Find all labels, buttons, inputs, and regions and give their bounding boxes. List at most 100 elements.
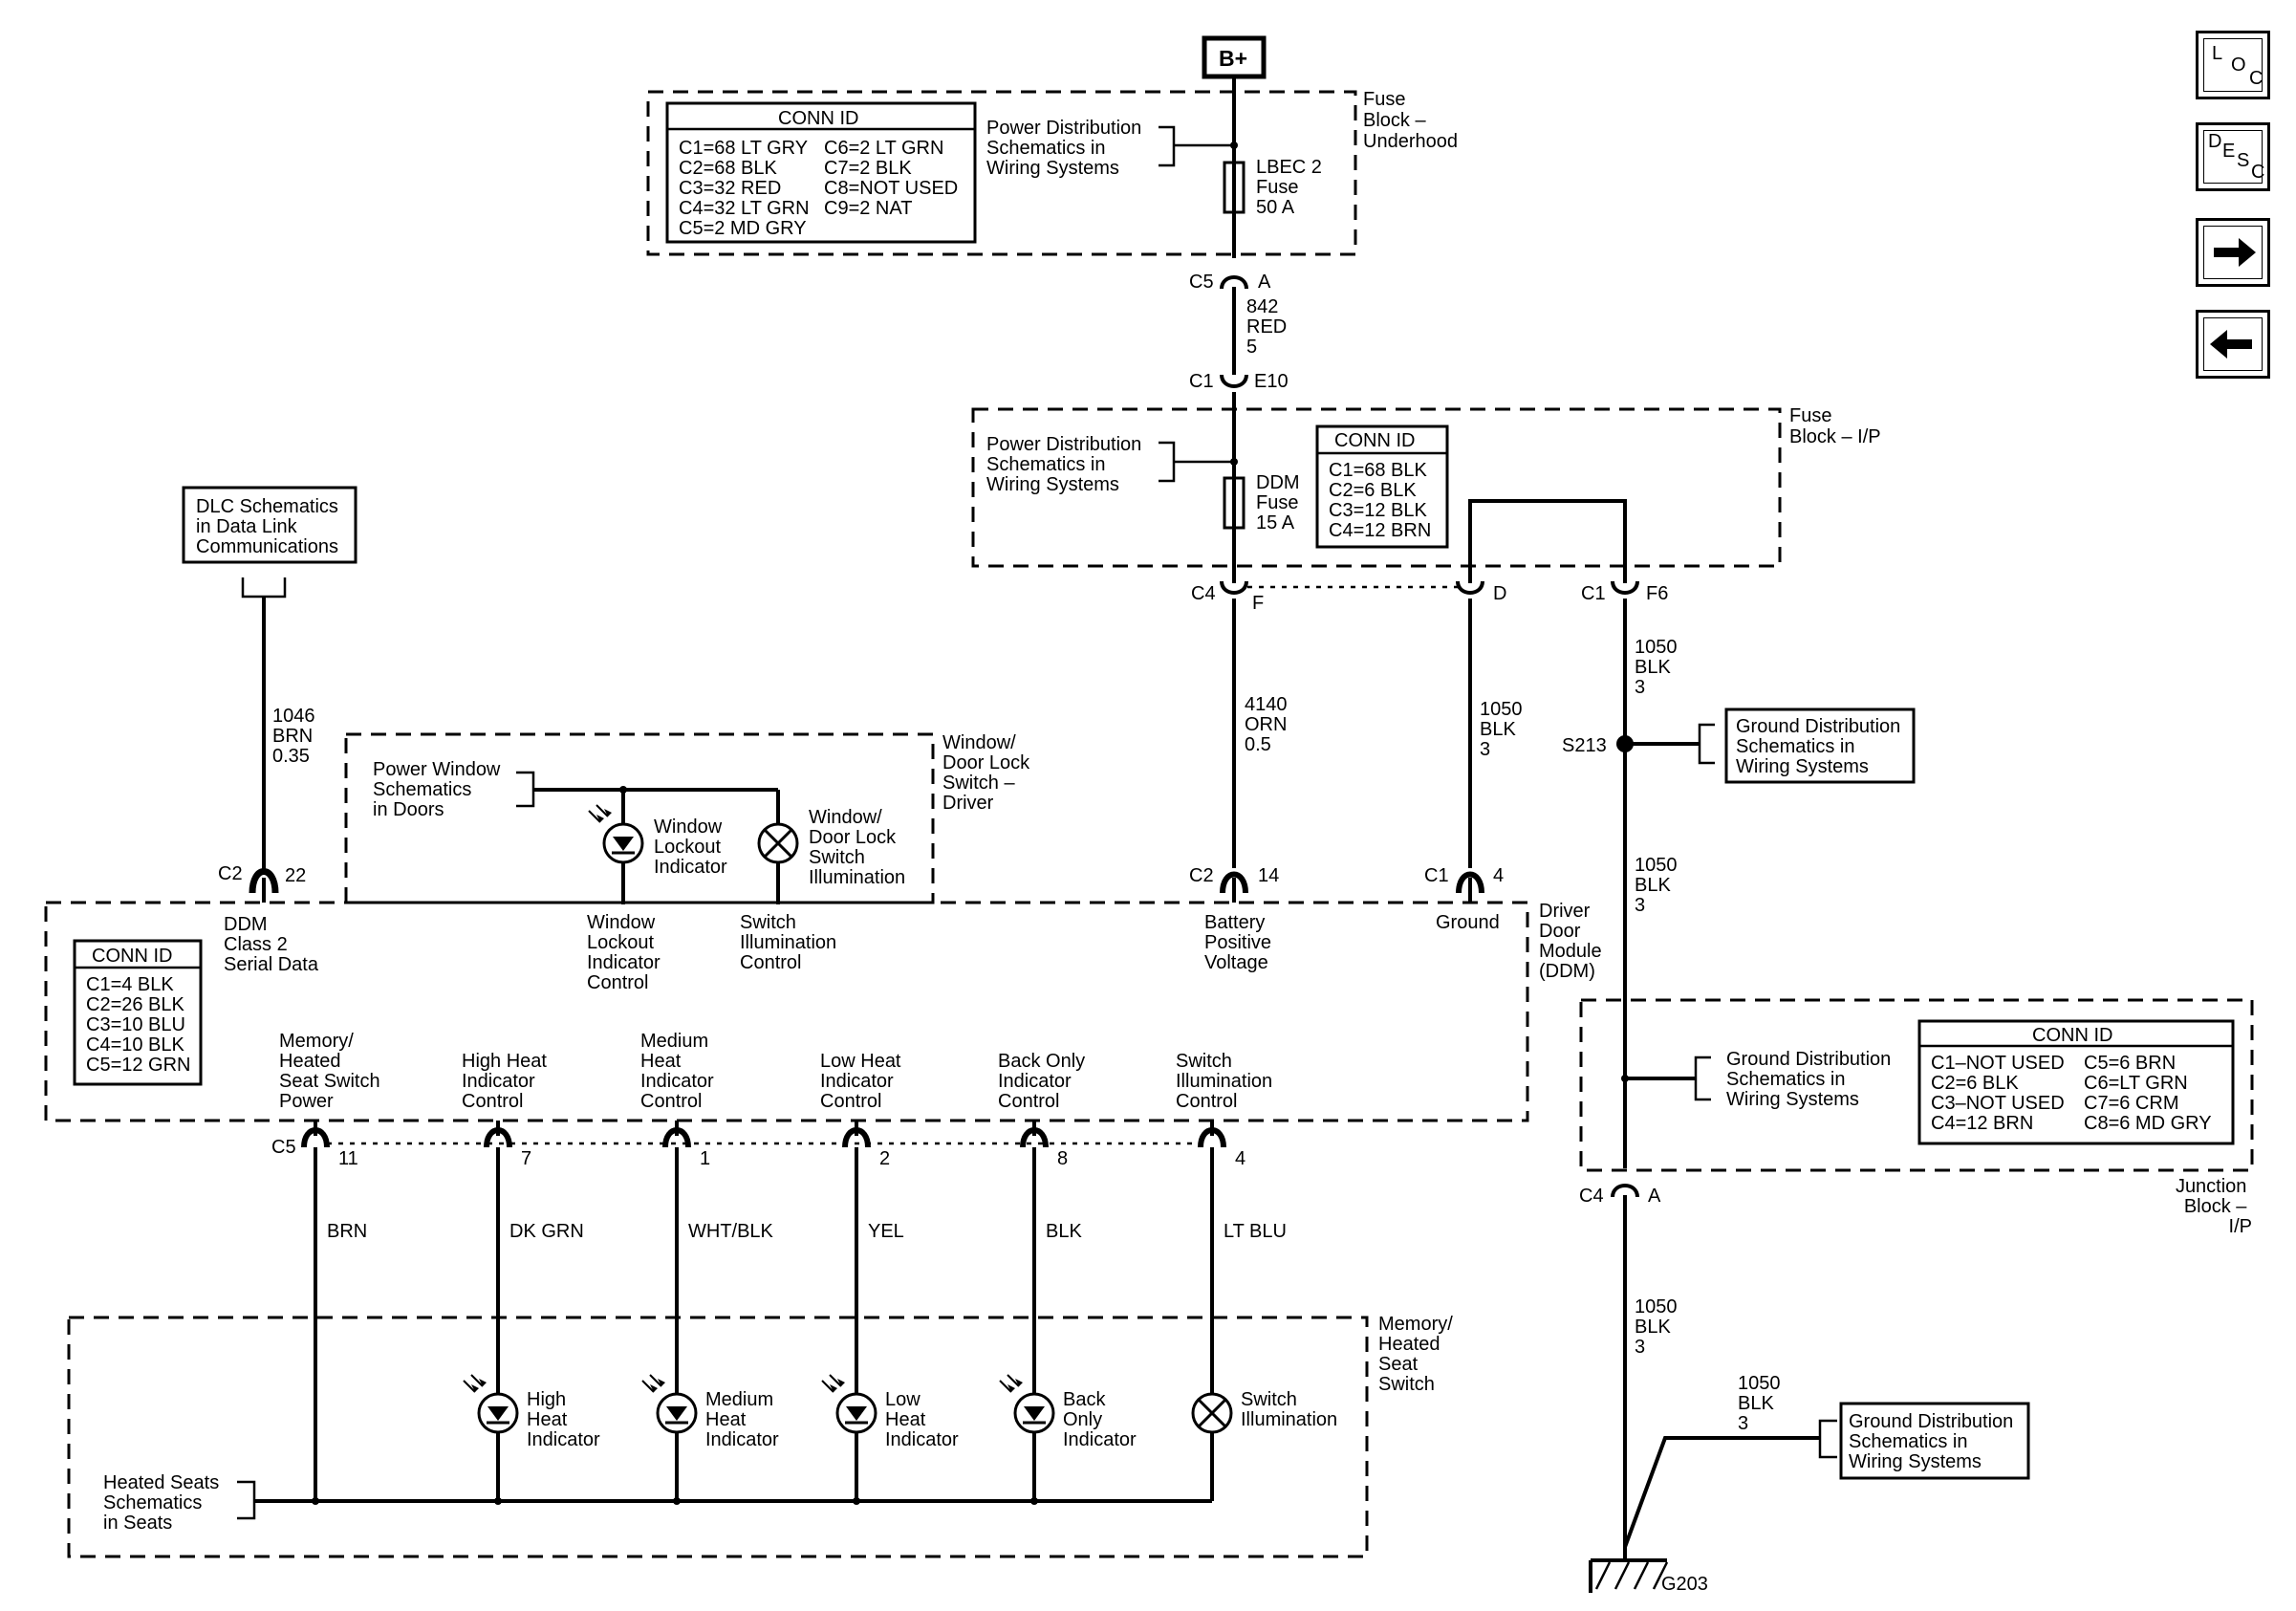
ddm-c1-label-4: C1 <box>1424 865 1449 886</box>
conn-underhood-left: C1=68 LT GRY C2=68 BLK C3=32 RED C4=32 L… <box>679 138 814 239</box>
ddm-serial-data-label: DDM Class 2 Serial Data <box>224 914 319 975</box>
wire-1050-g-label: 1050 BLK 3 <box>1738 1373 1786 1434</box>
c4-junction-pin-a: A <box>1648 1186 1661 1207</box>
desc-button-frame <box>2203 130 2263 184</box>
desc-button[interactable]: D E S C <box>2196 122 2270 191</box>
loc-button[interactable]: L O C <box>2196 31 2270 99</box>
wire-color-2: YEL <box>868 1221 904 1242</box>
loc-button-frame <box>2203 38 2263 92</box>
back-button-frame <box>2203 317 2263 371</box>
conn-id-title-ddm: CONN ID <box>92 946 172 967</box>
wire-1050-mid-label: 1050 BLK 3 <box>1635 855 1682 916</box>
wire-1050-low-label: 1050 BLK 3 <box>1635 1296 1682 1358</box>
ddm-battery-voltage-label: Battery Positive Voltage <box>1204 912 1277 973</box>
c5-pin-7: 7 <box>521 1148 531 1169</box>
junction-block-label: Junction Block – I/P <box>2176 1176 2252 1237</box>
b-plus-label: B+ <box>1219 46 1247 71</box>
window-switch-illumination-bulb-icon <box>757 822 799 864</box>
c2-14-connector <box>1220 871 1248 894</box>
wire-1046-label: 1046 BRN 0.35 <box>272 706 320 767</box>
ddm-fuse-label: DDM Fuse 15 A <box>1256 472 1305 533</box>
c1-4-connector <box>1456 871 1484 894</box>
desc-letter-d: D <box>2208 131 2222 152</box>
loc-letter-o: O <box>2231 54 2246 76</box>
c2-22-connector <box>249 868 279 894</box>
lbec-fuse-label: LBEC 2 Fuse 50 A <box>1256 157 1328 218</box>
wire-color-4: LT BLU <box>1224 1221 1287 1242</box>
wire-1050-f6-label: 1050 BLK 3 <box>1635 637 1682 698</box>
desc-letter-e: E <box>2222 141 2236 162</box>
conn-junction-left: C1–NOT USED C2=6 BLK C3–NOT USED C4=12 B… <box>1931 1053 2069 1134</box>
ground-distribution-ref-1[interactable] <box>1724 708 1916 784</box>
c5-pin-2: 2 <box>879 1148 890 1169</box>
seat-switch-label: Memory/ Heated Seat Switch <box>1378 1314 1458 1395</box>
window-lockout-indicator-label: Window Lockout Indicator <box>654 816 727 878</box>
bus-splice-4 <box>853 1497 860 1505</box>
next-button[interactable] <box>2196 218 2270 287</box>
c5-pin-8: 8 <box>1057 1148 1068 1169</box>
c4-pin-f: F <box>1252 593 1264 614</box>
wire-color-11: BRN <box>327 1221 367 1242</box>
seat-indicator-led-icon-2 <box>640 1373 698 1434</box>
ddm-illumination-control-label: Switch Illumination Control <box>740 912 842 973</box>
seat-indicator-led-icon-3 <box>820 1373 877 1434</box>
ddm-c2-label-14: C2 <box>1189 865 1214 886</box>
bus-splice-1 <box>312 1497 319 1505</box>
ddm-pin-4: 4 <box>1493 865 1504 886</box>
bus-splice-2 <box>494 1497 502 1505</box>
back-button[interactable] <box>2196 310 2270 379</box>
power-window-ref[interactable]: Power Window Schematics in Doors <box>373 759 506 820</box>
ddm-lockout-control-label: Window Lockout Indicator Control <box>587 912 665 993</box>
ddm-pin-22: 22 <box>285 865 306 886</box>
c5-pin-11: 11 <box>338 1148 358 1169</box>
window-lockout-led-icon <box>587 803 644 864</box>
wire-color-7: DK GRN <box>509 1221 584 1242</box>
seat-switch-illumination-bulb-icon <box>1191 1392 1233 1434</box>
conn-underhood-right: C6=2 LT GRN C7=2 BLK C8=NOT USED C9=2 NA… <box>824 138 964 219</box>
next-button-frame <box>2203 226 2263 279</box>
wire-1050-d-label: 1050 BLK 3 <box>1480 699 1527 760</box>
ddm-c5-connector-label: C5 <box>271 1137 296 1158</box>
heated-seats-ref[interactable]: Heated Seats Schematics in Seats <box>103 1472 225 1534</box>
ground-distribution-ref-3[interactable] <box>1839 1402 2030 1480</box>
g203-label: G203 <box>1661 1574 1708 1595</box>
c1-pin-f6: F6 <box>1646 583 1668 604</box>
c1-top-pin-e10: E10 <box>1254 371 1289 392</box>
ground-distribution-ref-2[interactable]: Ground Distribution Schematics in Wiring… <box>1726 1049 1896 1110</box>
c4-pin-d: D <box>1493 583 1506 604</box>
desc-letter-c: C <box>2251 162 2265 183</box>
conn-id-table-ip <box>1315 425 1449 549</box>
ddm-pin-14: 14 <box>1258 865 1279 886</box>
arrow-left-icon <box>2210 330 2252 359</box>
c1-top-connector-label: C1 <box>1189 371 1214 392</box>
gd-ref-3-text: Ground Distribution Schematics in Wiring… <box>1849 1411 2019 1472</box>
arrow-right-icon <box>2214 238 2256 267</box>
dlc-schematics-ref[interactable] <box>182 486 357 564</box>
conn-id-table-underhood <box>665 101 977 244</box>
s213-label: S213 <box>1562 735 1607 756</box>
driver-door-module-outline <box>44 901 1529 1122</box>
power-distribution-ref-1[interactable]: Power Distribution Schematics in Wiring … <box>986 118 1147 179</box>
ddm-module-label: Driver Door Module (DDM) <box>1539 901 1607 982</box>
window-switch-label: Window/ Door Lock Switch – Driver <box>942 732 1035 814</box>
conn-id-table-ddm <box>73 939 203 1086</box>
ground-g203-icon <box>1589 1558 1669 1593</box>
ddm-c2-label-22: C2 <box>218 863 243 884</box>
conn-id-title-underhood: CONN ID <box>778 108 858 129</box>
power-distribution-ref-2[interactable]: Power Distribution Schematics in Wiring … <box>986 434 1147 495</box>
seat-indicator-led-icon-1 <box>462 1373 519 1434</box>
conn-id-title-junction: CONN ID <box>2032 1025 2112 1046</box>
gd-ref-1-text: Ground Distribution Schematics in Wiring… <box>1736 716 1906 777</box>
wire-4140-label: 4140 ORN 0.5 <box>1245 694 1292 755</box>
fuse-block-underhood-outline <box>646 90 1357 256</box>
